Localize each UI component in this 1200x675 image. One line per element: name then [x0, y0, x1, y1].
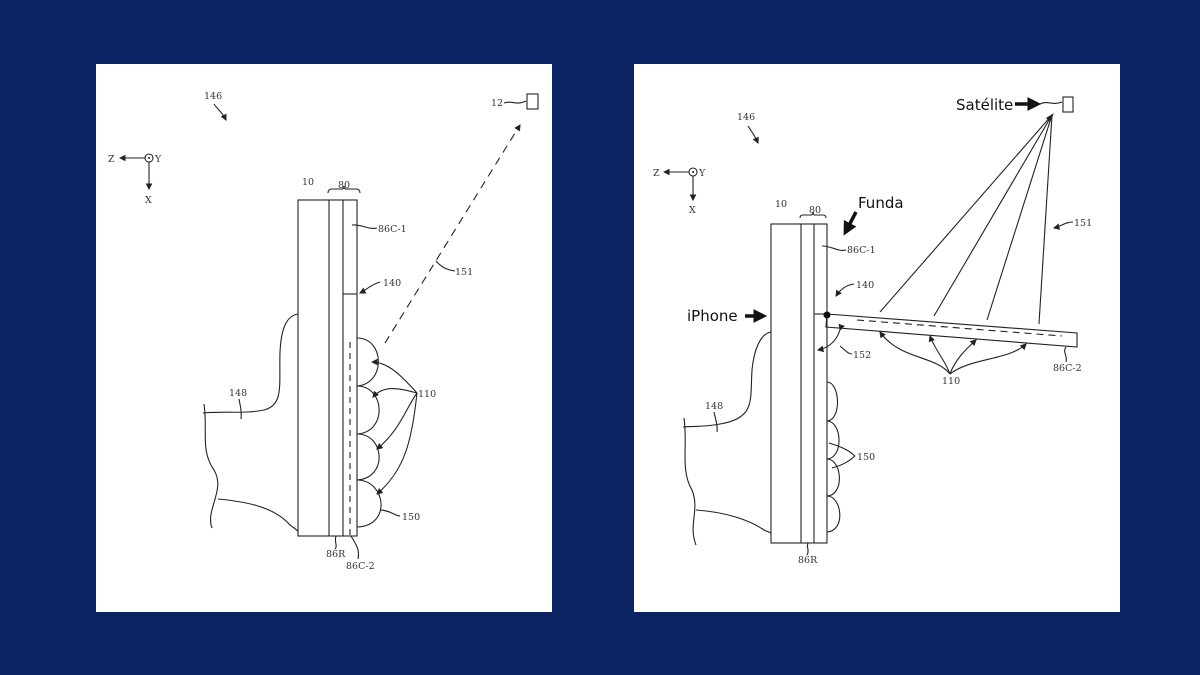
arrow-icon — [843, 211, 858, 236]
antennas-label: 110 — [418, 389, 436, 400]
hand-label: 148 — [705, 401, 723, 412]
satellite-label: 12 — [491, 98, 503, 109]
axis-y-label: Y — [154, 154, 162, 165]
fingers-outline — [826, 381, 841, 533]
fingers-label: 150 — [402, 512, 420, 523]
phone-with-case — [297, 199, 358, 537]
phone-with-case — [770, 223, 828, 544]
case-label: 80 — [338, 180, 350, 191]
case-antenna-panel — [825, 313, 1078, 348]
case-lower-label: 86C-2 — [346, 561, 375, 572]
axis-z-label: Z — [108, 154, 115, 165]
device-label: 10 — [775, 199, 787, 210]
fingers-label: 150 — [857, 452, 875, 463]
satellite-icon — [526, 93, 539, 110]
hand-label: 148 — [229, 388, 247, 399]
right-figure: 146 Z Y X Satélite 10 80 Funda 86C-1 140 — [634, 64, 1120, 612]
antennas-label: 110 — [942, 376, 960, 387]
right-panel — [634, 64, 1120, 612]
device-label: 10 — [302, 177, 314, 188]
hinge-dot — [823, 311, 831, 319]
left-panel — [96, 64, 552, 612]
hand-outline — [202, 313, 299, 532]
case-annotation: Funda — [858, 194, 904, 212]
axis-y-label: Y — [698, 168, 706, 179]
rear-label: 86R — [798, 555, 818, 566]
fig-label: 146 — [204, 91, 222, 102]
hand-outline — [682, 331, 772, 546]
fig-label: 146 — [737, 112, 755, 123]
case-upper-label: 86C-1 — [378, 224, 407, 235]
axis-x-label: X — [689, 205, 696, 216]
axis-indicator: Z Y X — [108, 153, 162, 206]
signal-rays — [879, 113, 1054, 325]
case-lower-label: 86C-2 — [1053, 363, 1082, 374]
satellite-annotation: Satélite — [956, 96, 1013, 114]
axis-x-label: X — [145, 195, 152, 206]
axis-indicator: Z Y X — [653, 167, 706, 216]
left-figure: 146 Z Y X 12 10 80 86C-1 140 — [96, 64, 552, 612]
phone-annotation: iPhone — [687, 307, 738, 325]
case-upper-label: 86C-1 — [847, 245, 876, 256]
angle-label: 152 — [853, 350, 871, 361]
hinge-label: 140 — [383, 278, 401, 289]
signal-label: 151 — [455, 267, 473, 278]
satellite-icon — [1062, 96, 1074, 113]
hinge-label: 140 — [856, 280, 874, 291]
case-label: 80 — [809, 205, 821, 216]
signal-label: 151 — [1074, 218, 1092, 229]
axis-z-label: Z — [653, 168, 660, 179]
rear-label: 86R — [326, 549, 346, 560]
